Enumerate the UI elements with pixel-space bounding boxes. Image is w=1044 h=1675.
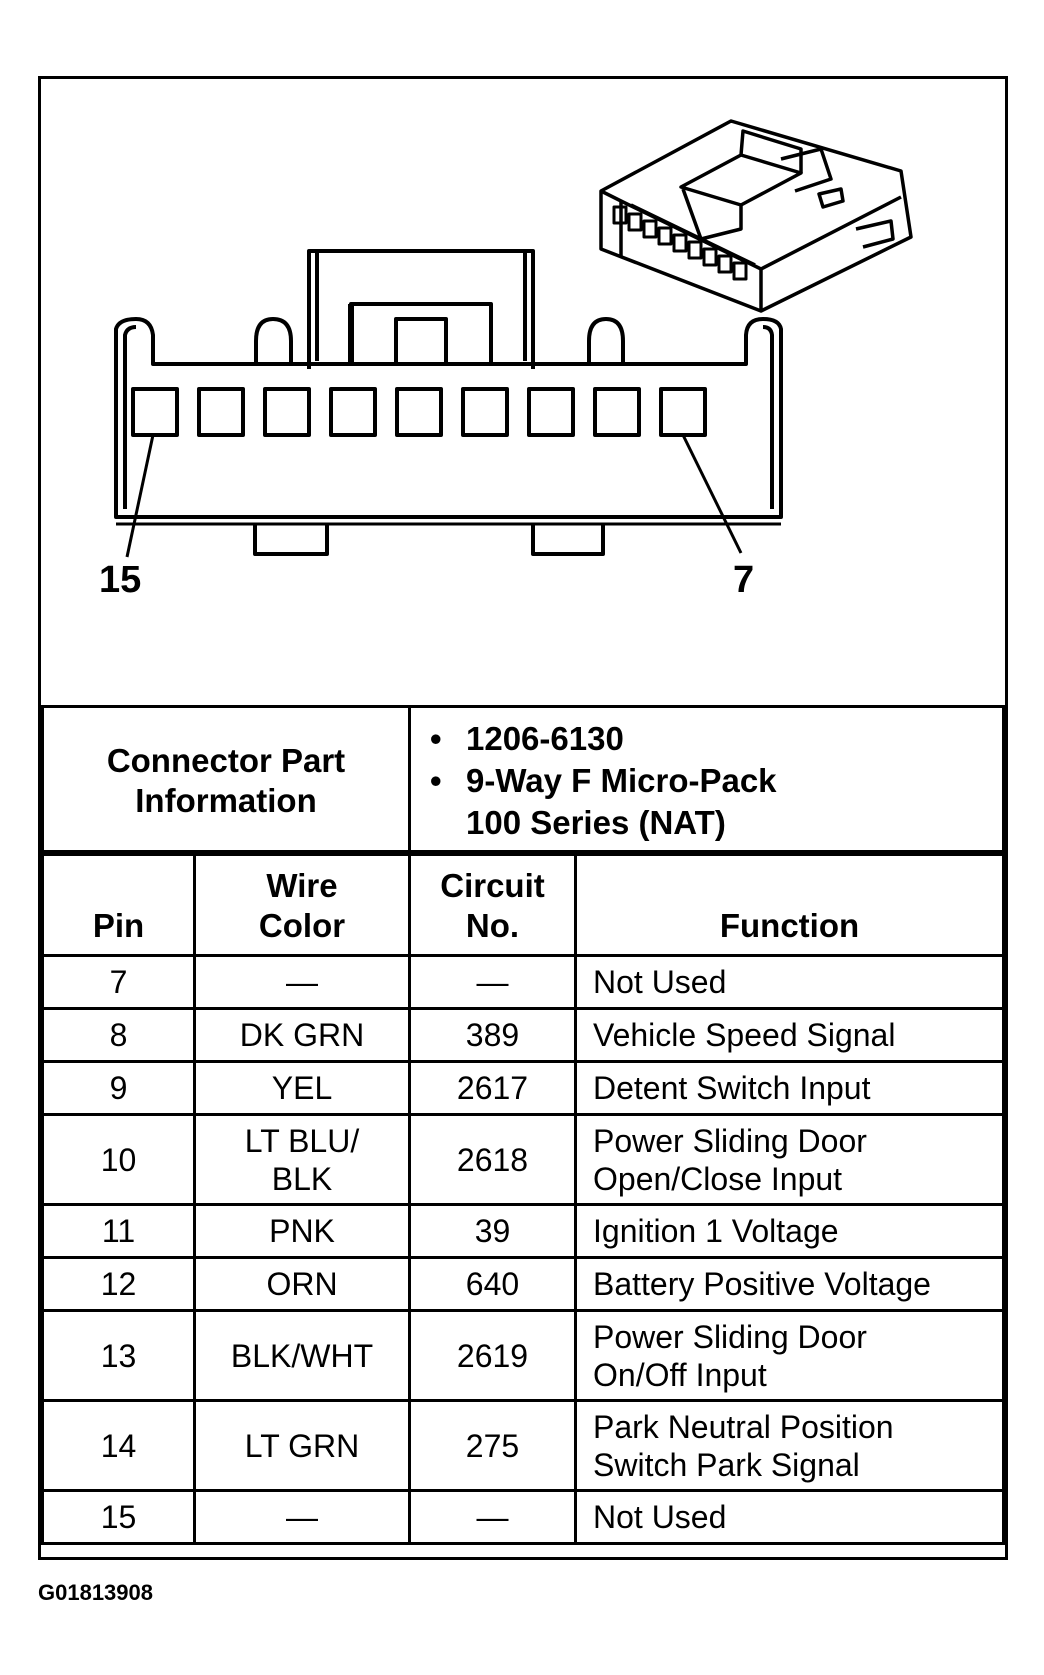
pin-7-label: 7: [733, 559, 755, 601]
part-number: • 1206-6130: [430, 719, 624, 757]
header-function: Function: [574, 850, 1005, 957]
table-row: 11 PNK 39 Ignition 1 Voltage: [41, 1203, 1005, 1259]
connector-info-table: Connector Part Information • 1206-6130 •…: [41, 705, 1005, 856]
header-pin: Pin: [41, 850, 196, 957]
pin-15-label: 15: [99, 559, 142, 601]
connector-drawing: 15 7: [41, 79, 1005, 705]
connector-3d-view: [599, 119, 913, 313]
connector-description: • 9-Way F Micro-Pack: [430, 761, 777, 799]
table-row: 7 — — Not Used: [41, 954, 1005, 1010]
table-row: 12 ORN 640 Battery Positive Voltage: [41, 1256, 1005, 1312]
connector-info-values: • 1206-6130 • 9-Way F Micro-Pack 100 Ser…: [408, 705, 1005, 856]
table-row: 15 — — Not Used: [41, 1489, 1005, 1545]
table-row: 9 YEL 2617 Detent Switch Input: [41, 1060, 1005, 1116]
diagram-frame: 15 7 Connector Part Information • 1206-6…: [38, 76, 1008, 1560]
connector-face-view: [114, 249, 783, 558]
table-row: 8 DK GRN 389 Vehicle Speed Signal: [41, 1007, 1005, 1063]
connector-info-label: Connector Part Information: [41, 705, 411, 856]
figure-id: G01813908: [38, 1580, 153, 1605]
connector-illustration: [114, 119, 913, 558]
